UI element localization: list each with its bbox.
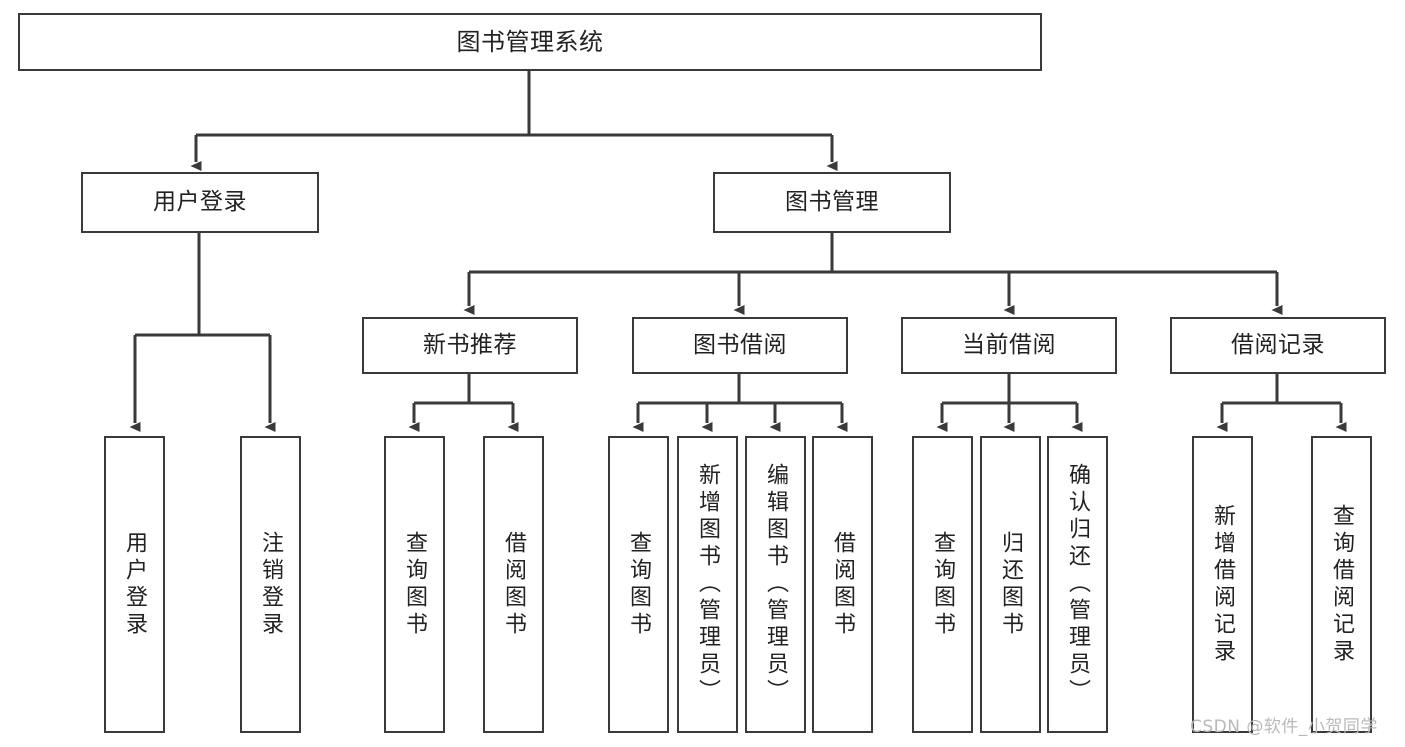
node-leaf-query-book-2[interactable]: 查询图书 [608, 436, 669, 733]
csdn-watermark: CSDN @软件_小贺同学 [1190, 717, 1378, 737]
node-current-borrow[interactable]: 当前借阅 [901, 317, 1117, 374]
node-root[interactable]: 图书管理系统 [18, 13, 1042, 71]
node-new-book-recommend[interactable]: 新书推荐 [362, 317, 578, 374]
node-leaf-add-record[interactable]: 新增借阅记录 [1192, 436, 1253, 733]
node-leaf-query-book-1[interactable]: 查询图书 [384, 436, 445, 733]
node-leaf-confirm-return[interactable]: 确认归还（管理员） [1047, 436, 1108, 733]
node-leaf-add-book[interactable]: 新增图书（管理员） [677, 436, 738, 733]
node-leaf-edit-book[interactable]: 编辑图书（管理员） [745, 436, 806, 733]
node-leaf-borrow-book-1[interactable]: 借阅图书 [483, 436, 544, 733]
node-borrow-record[interactable]: 借阅记录 [1170, 317, 1386, 374]
node-leaf-return-book[interactable]: 归还图书 [980, 436, 1041, 733]
node-book-borrow[interactable]: 图书借阅 [632, 317, 848, 374]
node-book-management[interactable]: 图书管理 [713, 172, 951, 233]
node-leaf-query-record[interactable]: 查询借阅记录 [1311, 436, 1372, 733]
node-leaf-user-login[interactable]: 用户登录 [104, 436, 165, 733]
node-leaf-logout-login[interactable]: 注销登录 [240, 436, 301, 733]
node-leaf-query-book-3[interactable]: 查询图书 [912, 436, 973, 733]
node-user-login[interactable]: 用户登录 [81, 172, 319, 233]
node-leaf-borrow-book-2[interactable]: 借阅图书 [812, 436, 873, 733]
